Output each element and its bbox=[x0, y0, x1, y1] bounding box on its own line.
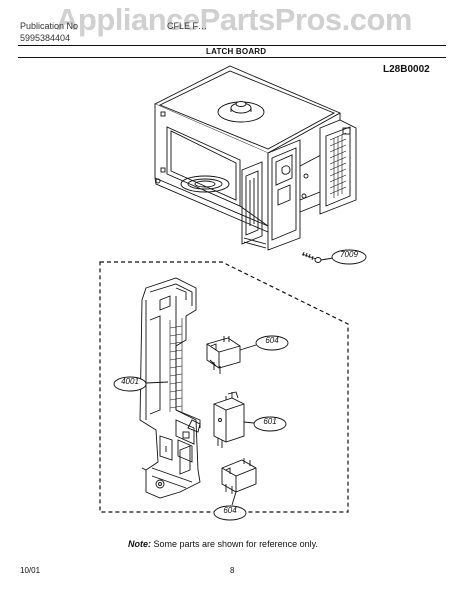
latch-board bbox=[139, 277, 201, 499]
micro-switch-bottom bbox=[221, 458, 257, 494]
note-text: Some parts are shown for reference only. bbox=[153, 539, 318, 549]
callout-7009 bbox=[320, 249, 367, 265]
callout-4001 bbox=[113, 376, 169, 392]
diagram-code: L28B0002 bbox=[383, 64, 430, 75]
microwave-chassis bbox=[153, 65, 357, 251]
callout-label-4001: 4001 bbox=[121, 377, 139, 386]
publication-number: 5995384404 bbox=[20, 33, 71, 43]
callout-label-604-top: 604 bbox=[265, 336, 279, 345]
callout-601 bbox=[243, 416, 287, 432]
callout-604-bottom bbox=[213, 491, 247, 521]
watermark-logo: AppliancePartsPros.com bbox=[56, 2, 412, 37]
micro-switch-middle bbox=[213, 391, 245, 448]
note-prefix: Note: bbox=[128, 539, 151, 549]
publication-label: Publication No bbox=[20, 21, 79, 31]
micro-switch-top bbox=[206, 336, 241, 374]
callout-604-top bbox=[239, 335, 289, 351]
section-title: LATCH BOARD bbox=[206, 47, 267, 56]
footer-date: 10/01 bbox=[20, 566, 41, 575]
title-rule bbox=[18, 57, 446, 58]
reference-note: Note: Some parts are shown for reference… bbox=[128, 539, 318, 549]
screw-part bbox=[301, 251, 322, 263]
detail-boundary bbox=[99, 261, 349, 513]
callout-label-601: 601 bbox=[263, 417, 277, 426]
model-label: CFLE F… bbox=[167, 21, 208, 31]
callout-label-7009: 7009 bbox=[340, 250, 358, 259]
footer-page-number: 8 bbox=[230, 566, 235, 575]
callout-label-604-bottom: 604 bbox=[223, 506, 237, 515]
header-rule bbox=[18, 45, 446, 46]
